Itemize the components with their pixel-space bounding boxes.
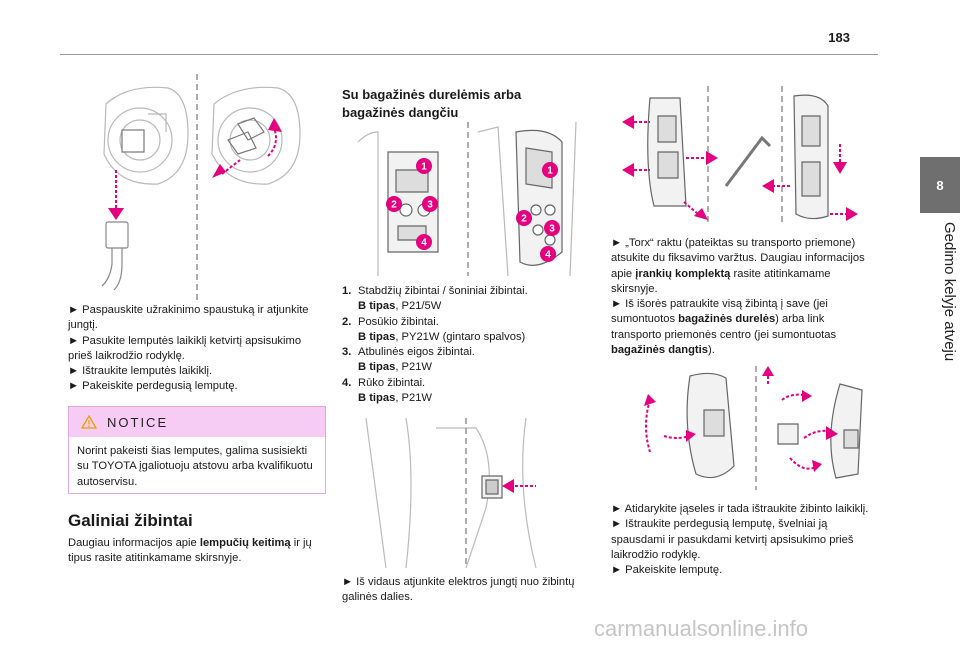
col1-steps: ► Paspauskite užrakinimo spaustuką ir at…	[68, 303, 326, 395]
col3-step-b-text: ► Iš išorės patraukite visą žibintą į sa…	[611, 298, 828, 326]
bulb-name: Rūko žibintai.	[358, 376, 426, 389]
bulb-number: 1.	[342, 285, 352, 297]
col3-step-e: ► Pakeiskite lemputę.	[611, 564, 723, 577]
bulb-number: 2.	[342, 315, 352, 328]
callout-4-right: 4	[545, 250, 551, 261]
col1-step-2: ► Pasukite lemputės laikiklį ketvirtį ap…	[68, 334, 302, 362]
section-intro-text: Daugiau informacijos apie	[68, 537, 200, 549]
callout-3-right: 3	[549, 224, 555, 235]
bulb-type-label: B tipas	[358, 361, 396, 374]
col3-step-b-text-3: ).	[707, 344, 715, 357]
fog-lamp-illustration	[88, 74, 328, 302]
bulb-name: Posūkio žibintai.	[358, 315, 439, 328]
section-intro-text-end: ir jų tipus rasite atitinkamame skirsnyj…	[68, 537, 312, 565]
col3-step-c: ► Atidarykite įąseles ir tada ištraukite…	[611, 503, 869, 515]
bulb-type-label: B tipas	[358, 330, 396, 343]
tool-kit-link: įrankių komplektą	[635, 267, 731, 280]
callout-1-right: 1	[547, 166, 553, 177]
bulb-item: 3. Atbulinės eigos žibintai. B tipas, P21…	[342, 345, 597, 376]
bulb-item: 2. Posūkio žibintai. B tipas, PY21W (gint…	[342, 315, 597, 346]
section-intro-link: lempučių keitimą	[199, 537, 291, 549]
bulb-type-label: B tipas	[358, 392, 396, 405]
col1-step-3: ► Ištraukite lemputės laikiklį.	[68, 365, 213, 378]
col3-step-d: ► Ištraukite perdegusią lemputę, švelnia…	[611, 518, 854, 561]
callout-3-left: 3	[427, 200, 433, 211]
col3-steps-top: ► „Torx“ raktu (pateiktas su transporto …	[611, 236, 873, 358]
col1-step-1: ► Paspauskite užrakinimo spaustuką ir at…	[68, 304, 309, 332]
col3-step-a-text: ► „Torx“ raktu (pateiktas su transporto …	[611, 237, 865, 280]
col3-step-a-text-end: rasite atitinkamame skirsnyje.	[611, 267, 831, 295]
col3-step-b-bold-2: bagažinės dangtis	[611, 344, 708, 357]
chapter-title: Gedimo kelyje atveju	[941, 222, 958, 362]
callout-2-left: 2	[391, 200, 397, 211]
callout-1-left: 1	[421, 162, 427, 173]
notice-header: NOTICE	[69, 407, 325, 437]
col3-step-b-text-2: ) arba link transporto priemonės centro …	[611, 313, 837, 341]
chapter-tab[interactable]: 8	[920, 157, 960, 213]
col3-steps-bottom: ► Atidarykite įąseles ir tada ištraukite…	[611, 502, 873, 578]
bulb-number: 3.	[342, 346, 352, 359]
section-intro: Daugiau informacijos apie lempučių keiti…	[68, 536, 326, 567]
bulb-type-value: , P21W	[395, 392, 432, 405]
col3-step-b-bold-1: bagažinės durelės	[678, 313, 776, 326]
bulb-type-value: , P21/5W	[395, 300, 442, 313]
watermark: carmanualsonline.info	[594, 616, 809, 641]
callout-4-left: 4	[421, 238, 427, 249]
warning-triangle-icon	[81, 415, 97, 429]
notice-title: NOTICE	[107, 414, 169, 430]
bulb-holder-removal-illustration	[618, 366, 872, 490]
page-number: 183	[828, 30, 850, 45]
bulb-type-label: B tipas	[358, 300, 396, 313]
col3-step-b: ► Iš išorės patraukite visą žibintą į sa…	[611, 297, 873, 358]
callout-2-right: 2	[521, 214, 527, 225]
torx-screws-illustration	[614, 86, 864, 226]
bulb-number: 4.	[342, 376, 352, 389]
connector-disconnect-illustration	[346, 418, 586, 568]
rear-lamp-bulb-layout-illustration: 1 2 3 4 1 2 3 4	[348, 122, 588, 276]
notice-box: NOTICE Norint pakeisti šias lemputes, ga…	[68, 406, 326, 494]
col2-bottom-step: ► Iš vidaus atjunkite elektros jungtį nu…	[342, 576, 575, 604]
bulb-list: 1. Stabdžių žibintai / šoniniai žibintai…	[342, 284, 597, 406]
notice-text: Norint pakeisti šias lemputes, galima su…	[77, 445, 313, 488]
bulb-type-value: , PY21W (gintaro spalvos)	[395, 330, 526, 343]
col1-step-4: ► Pakeiskite perdegusią lemputę.	[68, 380, 238, 393]
bulb-item: 1. Stabdžių žibintai / šoniniai žibintai…	[342, 284, 597, 315]
bulb-name: Atbulinės eigos žibintai.	[358, 346, 475, 359]
section-title: Galiniai žibintai	[68, 511, 193, 530]
bulb-name: Stabdžių žibintai / šoniniai žibintai.	[358, 285, 528, 297]
subheading: Su bagažinės durelėmis arba bagažinės da…	[342, 87, 522, 120]
bulb-item: 4. Rūko žibintai. B tipas, P21W	[342, 376, 597, 407]
col3-step-a: ► „Torx“ raktu (pateiktas su transporto …	[611, 236, 873, 297]
bulb-type-value: , P21W	[395, 361, 432, 374]
header-rule	[60, 54, 878, 55]
